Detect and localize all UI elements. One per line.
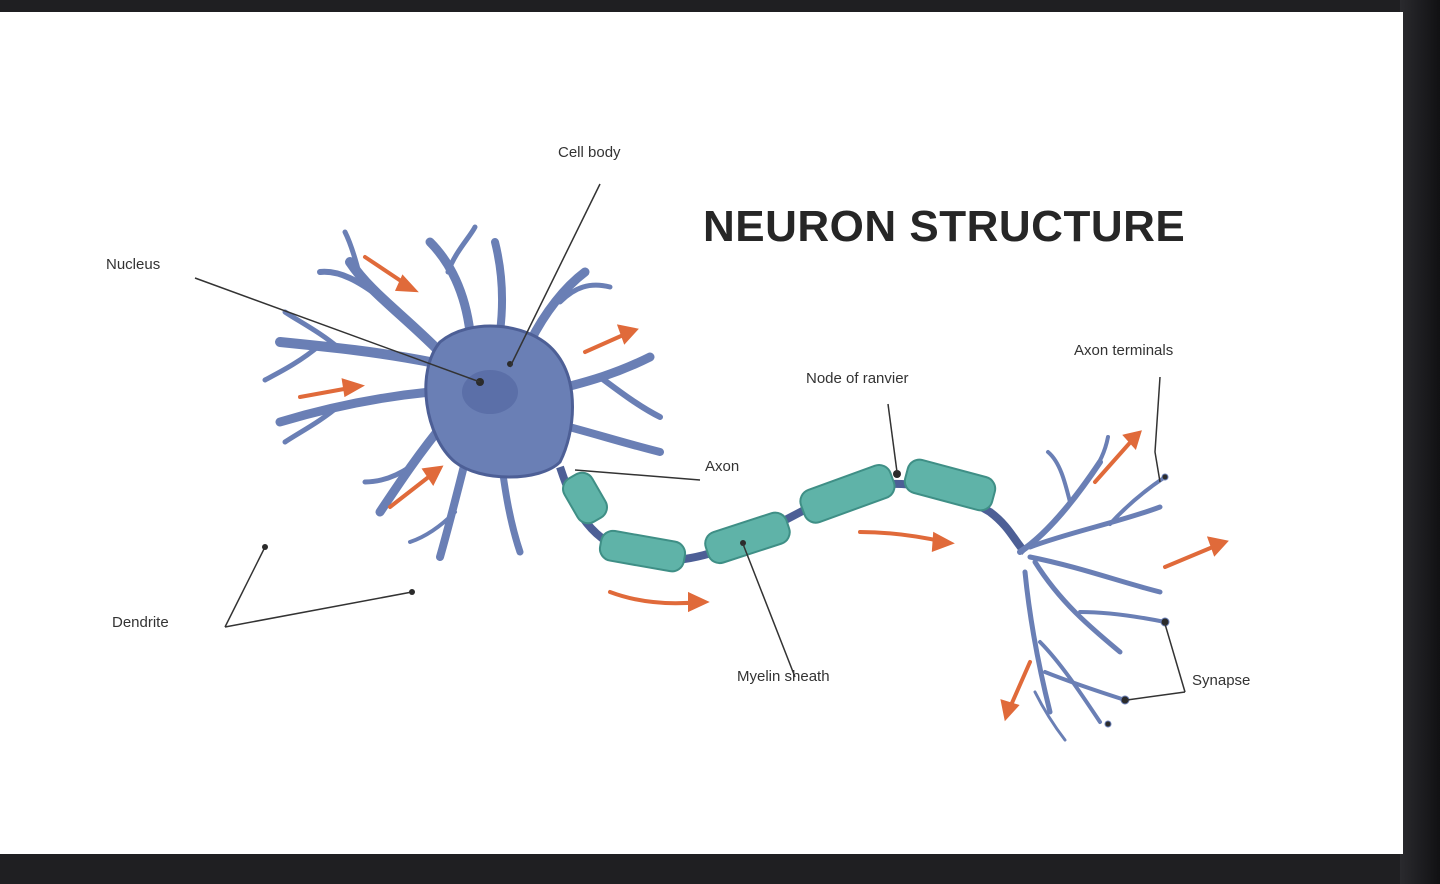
arrow [610,592,705,609]
leader-nucleus [195,278,480,382]
label-dendrite: Dendrite [112,614,169,631]
leader-dendrite-2 [225,592,412,627]
window-frame-right [1400,0,1440,884]
neuron-diagram [0,12,1403,854]
arrow [1003,662,1030,717]
cell-body [426,326,573,477]
arrow [585,327,635,352]
arrow [1165,539,1225,567]
diagram-canvas: NEURON STRUCTURE Cell body Nucleus Axon … [0,12,1403,854]
leader-dendrite-1 [225,547,265,627]
label-node-of-ranvier: Node of ranvier [806,370,909,387]
leader-lines [195,184,1185,700]
label-cell-body: Cell body [558,144,621,161]
label-nucleus: Nucleus [106,256,160,273]
label-axon: Axon [705,458,739,475]
label-synapse: Synapse [1192,672,1250,689]
leader-synapse-1 [1165,624,1185,692]
leader-node-of-ranvier [888,404,897,472]
leader-axon-terminals [1155,377,1160,482]
leader-axon [575,470,700,480]
diagram-title: NEURON STRUCTURE [703,202,1185,252]
leader-synapse-2 [1127,692,1185,700]
signal-arrows [300,257,1225,717]
leader-myelin-sheath [743,544,795,677]
label-myelin-sheath: Myelin sheath [737,668,830,685]
arrow [300,381,360,397]
label-axon-terminals: Axon terminals [1074,342,1173,359]
arrow [860,532,950,549]
